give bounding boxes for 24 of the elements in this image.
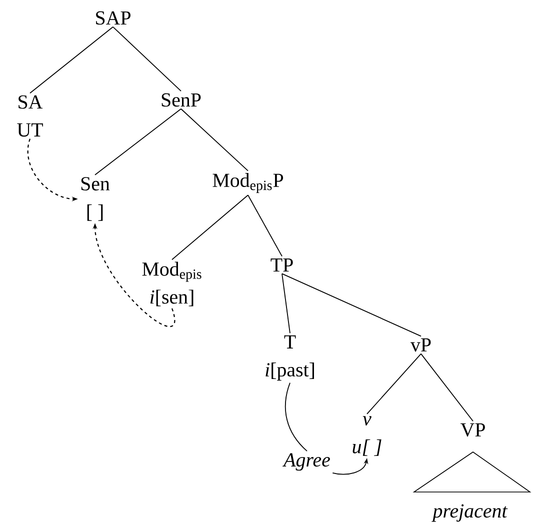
tree-node-label: VP	[460, 423, 485, 437]
branch-line	[282, 273, 290, 334]
tree-node-label: Mod$_{epis}$ i[sen]	[142, 262, 202, 306]
branch-line	[420, 353, 474, 422]
branch-line	[284, 382, 308, 452]
branch-line	[112, 26, 182, 92]
branch-line	[248, 194, 282, 257]
tree-node-label: T i[past]	[266, 335, 314, 381]
tree-node-label: SAP	[96, 11, 130, 25]
tree-node-label: Mod$_{epis}$P	[212, 173, 284, 193]
branch-line	[282, 273, 422, 337]
branch-line	[180, 108, 248, 172]
tree-node-label: SenP	[162, 93, 201, 107]
node-label: prejacent	[432, 504, 508, 522]
branch-line	[30, 26, 114, 94]
tree-node-label: SA UT	[17, 95, 43, 137]
tree-node-label: v u[ ]	[352, 416, 382, 456]
branch-line	[172, 194, 248, 260]
tree-node-label: TP	[270, 258, 293, 272]
tree-node-label: Sen [ ]	[81, 177, 110, 221]
agree-label: Agree	[282, 453, 330, 471]
branch-line	[94, 108, 182, 176]
tree-node-label: vP	[410, 338, 431, 352]
branch-line	[366, 353, 422, 414]
